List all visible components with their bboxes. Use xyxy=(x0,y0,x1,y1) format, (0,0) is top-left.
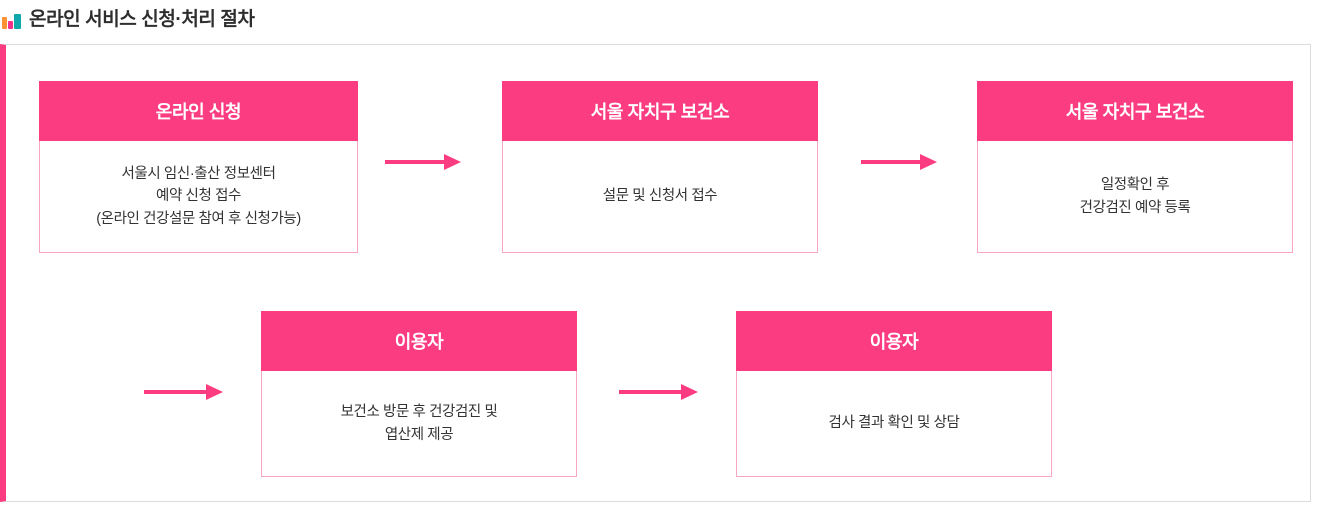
flow-node-body: 서울시 임신·출산 정보센터 예약 신청 접수 (온라인 건강설문 참여 후 신… xyxy=(96,165,301,227)
arrow-head xyxy=(920,154,937,170)
arrow-shaft xyxy=(861,160,921,164)
arrow-shaft xyxy=(385,160,445,164)
bar-chart-icon xyxy=(2,11,21,29)
process-flow-container: 온라인 신청 서울시 임신·출산 정보센터 예약 신청 접수 (온라인 건강설문… xyxy=(0,44,1311,502)
arrow-head xyxy=(206,384,223,400)
flow-node-header: 이용자 xyxy=(261,311,577,371)
page-title: 온라인 서비스 신청·처리 절차 xyxy=(29,8,255,30)
flow-node-health-center-booking: 서울 자치구 보건소 일정확인 후 건강검진 예약 등록 xyxy=(977,81,1293,253)
flow-node-header: 온라인 신청 xyxy=(39,81,358,141)
arrow-shaft xyxy=(144,390,207,394)
bar-chart-icon-bar-orange xyxy=(2,16,7,29)
bar-chart-icon-bar-teal xyxy=(14,13,21,29)
arrow-head xyxy=(444,154,461,170)
flow-node-user-visit: 이용자 보건소 방문 후 건강검진 및 엽산제 제공 xyxy=(261,311,577,477)
flow-node-body: 보건소 방문 후 건강검진 및 엽산제 제공 xyxy=(340,404,498,443)
arrow-right-icon-3 xyxy=(144,384,224,400)
arrow-shaft xyxy=(619,390,682,394)
arrow-head xyxy=(681,384,698,400)
arrow-right-icon-2 xyxy=(861,154,937,170)
flow-node-online-application: 온라인 신청 서울시 임신·출산 정보센터 예약 신청 접수 (온라인 건강설문… xyxy=(39,81,358,253)
flow-node-health-center-intake: 서울 자치구 보건소 설문 및 신청서 접수 xyxy=(502,81,818,253)
flow-node-header: 서울 자치구 보건소 xyxy=(502,81,818,141)
page-title-row: 온라인 서비스 신청·처리 절차 xyxy=(0,0,255,38)
arrow-right-icon-4 xyxy=(619,384,699,400)
flow-node-body: 설문 및 신청서 접수 xyxy=(602,188,718,205)
flow-node-body: 검사 결과 확인 및 상담 xyxy=(828,415,960,432)
flow-node-body: 일정확인 후 건강검진 예약 등록 xyxy=(1079,177,1191,216)
flow-node-header: 서울 자치구 보건소 xyxy=(977,81,1293,141)
arrow-right-icon-1 xyxy=(385,154,461,170)
flow-node-header: 이용자 xyxy=(736,311,1052,371)
bar-chart-icon-bar-pink xyxy=(8,20,13,29)
flow-node-user-results: 이용자 검사 결과 확인 및 상담 xyxy=(736,311,1052,477)
